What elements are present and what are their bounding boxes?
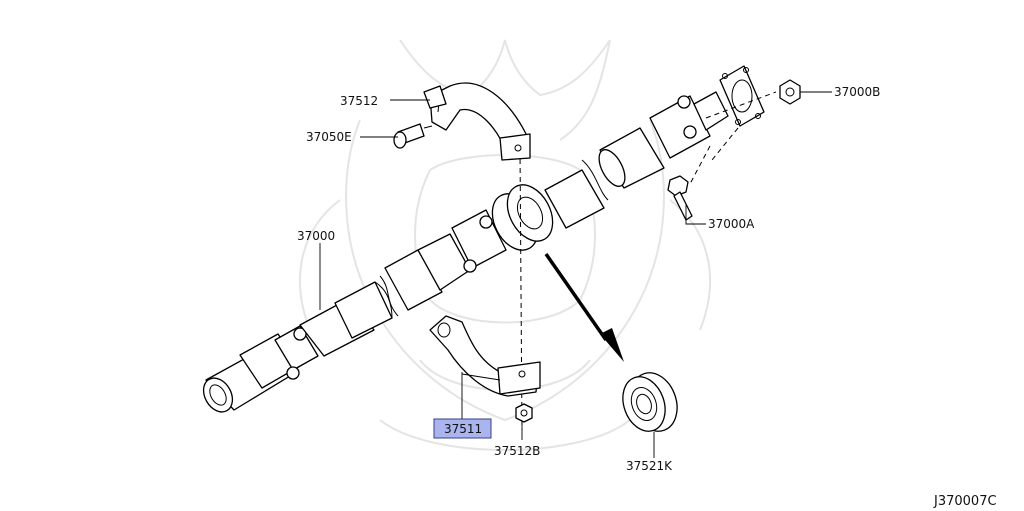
lower-bracket[interactable] — [429, 315, 541, 397]
highlight-box — [433, 418, 492, 439]
callout-37512[interactable]: 37512 — [340, 94, 378, 108]
flange-plate[interactable] — [719, 65, 765, 127]
assembly-line-bolt-2 — [711, 127, 739, 161]
callout-37000[interactable]: 37000 — [297, 229, 335, 243]
detail-arrow — [544, 252, 624, 362]
callout-37511[interactable]: 37511 — [444, 422, 482, 436]
nut-37512b[interactable] — [515, 403, 533, 423]
callout-37000a[interactable]: 37000A — [708, 217, 755, 231]
bolt-37050e[interactable] — [393, 123, 433, 149]
assembly-line-bolt — [689, 145, 711, 185]
assembly-line-vertical — [519, 149, 523, 431]
callout-37521k[interactable]: 37521K — [626, 459, 673, 473]
callout-37050e[interactable]: 37050E — [306, 130, 352, 144]
nut-37000b[interactable] — [779, 79, 801, 105]
upper-bracket[interactable] — [423, 82, 531, 161]
propeller-shaft[interactable] — [198, 91, 729, 417]
callout-37512b[interactable]: 37512B — [494, 444, 540, 458]
assembly-line-nut — [705, 91, 777, 119]
leader-lines — [319, 91, 832, 458]
center-bearing-37521k[interactable] — [616, 366, 685, 437]
bolt-37000a[interactable] — [667, 175, 693, 221]
diagram-code: J370007C — [933, 494, 997, 509]
callout-37000b[interactable]: 37000B — [834, 85, 880, 99]
callout-37511-highlight[interactable]: 37511 — [433, 418, 492, 439]
